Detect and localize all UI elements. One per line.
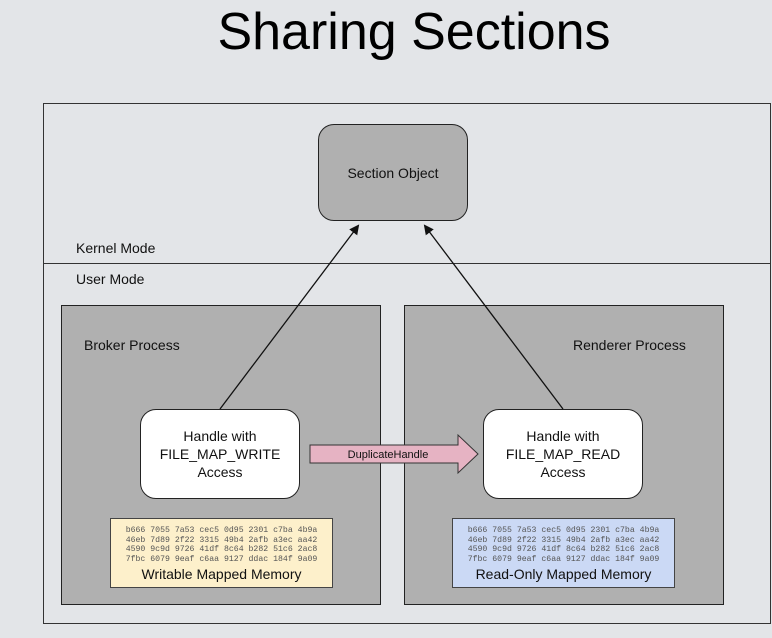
write-handle-arrow: [219, 224, 360, 410]
writable-hex-line-1: b666 7055 7a53 cec5 0d95 2301 c7ba 4b9a: [125, 526, 318, 535]
writable-memory-caption: Writable Mapped Memory: [141, 566, 302, 583]
read-handle-line-3: Access: [540, 464, 586, 480]
readonly-hex-line-1: b666 7055 7a53 cec5 0d95 2301 c7ba 4b9a: [467, 526, 660, 535]
section-object-label: Section Object: [347, 164, 439, 181]
read-handle-arrow: [423, 224, 564, 410]
renderer-process-label: Renderer Process: [573, 337, 686, 353]
section-object-box: Section Object: [318, 124, 468, 221]
write-handle-line-2: FILE_MAP_WRITE: [159, 446, 281, 462]
readonly-hex-line-3: 4590 9c9d 9726 41df 8c64 b282 51c6 2ac8: [467, 545, 660, 555]
write-handle-line-1: Handle with: [183, 428, 257, 444]
writable-hex-line-3: 4590 9c9d 9726 41df 8c64 b282 51c6 2ac8: [125, 545, 318, 555]
readonly-memory-block: b666 7055 7a53 cec5 0d95 2301 c7ba 4b9a …: [452, 518, 675, 588]
duplicate-handle-label: DuplicateHandle: [348, 449, 429, 461]
read-handle-box: Handle with FILE_MAP_READ Access: [483, 409, 643, 499]
writable-hex-line-2: 46eb 7d89 2f22 3315 49b4 2afb a3ec aa42: [125, 535, 318, 545]
writable-hex-line-4: 7fbc 6079 9eaf c6aa 9127 ddac 184f 9a09: [125, 554, 318, 564]
mode-divider: [43, 263, 771, 264]
readonly-hex-line-4: 7fbc 6079 9eaf c6aa 9127 ddac 184f 9a09: [467, 554, 660, 564]
duplicate-handle-arrow: DuplicateHandle: [309, 433, 479, 475]
broker-process-label: Broker Process: [84, 337, 180, 353]
writable-memory-block: b666 7055 7a53 cec5 0d95 2301 c7ba 4b9a …: [110, 518, 333, 588]
page-title: Sharing Sections: [217, 3, 611, 61]
readonly-memory-caption: Read-Only Mapped Memory: [475, 566, 652, 583]
user-mode-label: User Mode: [76, 271, 145, 287]
readonly-hex-line-2: 46eb 7d89 2f22 3315 49b4 2afb a3ec aa42: [467, 535, 660, 545]
write-handle-box: Handle with FILE_MAP_WRITE Access: [140, 409, 300, 499]
read-handle-line-2: FILE_MAP_READ: [505, 446, 621, 462]
read-handle-line-1: Handle with: [526, 428, 600, 444]
kernel-mode-label: Kernel Mode: [76, 240, 156, 256]
write-handle-line-3: Access: [197, 464, 243, 480]
